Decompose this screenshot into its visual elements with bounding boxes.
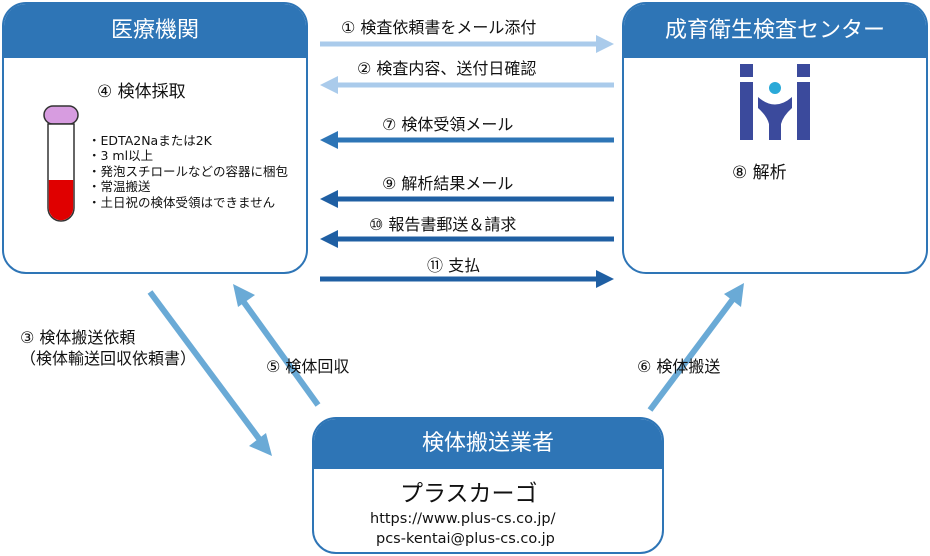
- arrow-step6: [647, 283, 744, 412]
- testing-center-title: 成育衛生検査センター: [624, 4, 926, 58]
- blood-tube-icon: [43, 105, 79, 222]
- testing-center-box: 成育衛生検査センター: [622, 2, 928, 274]
- arrow-step2: [320, 76, 614, 94]
- medical-institution-box: 医療機関: [2, 2, 308, 274]
- step7-label: ⑦ 検体受領メール: [382, 115, 514, 134]
- step10-label: ⑩ 報告書郵送＆請求: [369, 215, 517, 234]
- carrier-title: 検体搬送業者: [314, 419, 662, 469]
- collection-notes: ・EDTA2Naまたは2K ・3 ml以上 ・発泡スチロールなどの容器に梱包 ・…: [88, 133, 288, 210]
- arrow-step11: [320, 270, 614, 288]
- step9-label: ⑨ 解析結果メール: [382, 174, 514, 193]
- note-item: ・常温搬送: [88, 179, 151, 195]
- step2-label: ② 検査内容、送付日確認: [357, 59, 537, 78]
- note-item: ・土日祝の検体受領はできません: [88, 194, 276, 210]
- step1-label: ① 検査依頼書をメール添付: [341, 18, 537, 37]
- step8-label: ⑧ 解析: [732, 163, 787, 183]
- center-logo-icon: [740, 64, 810, 140]
- arrow-step5: [233, 284, 321, 407]
- arrow-step9: [320, 190, 614, 208]
- step11-label: ⑪ 支払: [427, 256, 481, 275]
- arrow-step3: [147, 290, 272, 456]
- step3-sublabel: （検体輸送回収依頼書）: [20, 349, 197, 368]
- note-item: ・3 ml以上: [88, 148, 154, 164]
- step6-label: ⑥ 検体搬送: [637, 357, 721, 376]
- carrier-name: プラスカーゴ: [400, 481, 538, 507]
- carrier-email: pcs-kentai@plus-cs.co.jp: [376, 531, 555, 547]
- note-item: ・発泡スチロールなどの容器に梱包: [88, 163, 289, 179]
- carrier-url: https://www.plus-cs.co.jp/: [370, 511, 556, 527]
- carrier-box: 検体搬送業者: [312, 417, 664, 554]
- arrow-step10: [320, 230, 614, 248]
- arrow-step1: [320, 35, 614, 53]
- step3-label: ③ 検体搬送依頼: [20, 328, 136, 347]
- step4-label: ④ 検体採取: [97, 82, 186, 102]
- arrow-step7: [320, 131, 614, 149]
- note-item: ・EDTA2Naまたは2K: [88, 133, 212, 148]
- medical-institution-title: 医療機関: [4, 4, 306, 58]
- step5-label: ⑤ 検体回収: [266, 357, 350, 376]
